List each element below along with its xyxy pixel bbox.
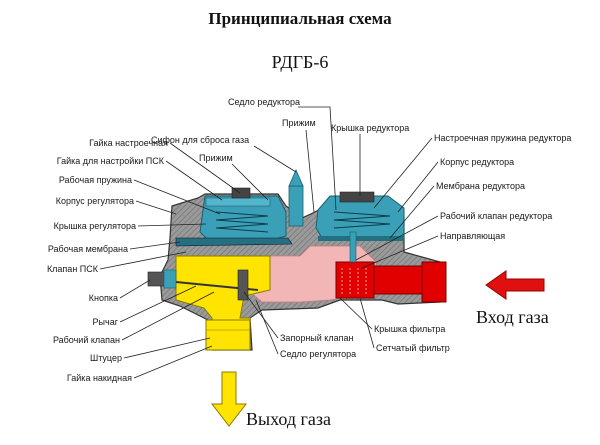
- diagram-title: Принципиальная схема: [208, 9, 392, 28]
- label-reducer-spring: Настроечная пружина редуктора: [434, 133, 571, 143]
- label-working-valve: Рабочий клапан: [53, 335, 120, 345]
- label-reducer-membrane: Мембрана редуктора: [436, 181, 525, 191]
- label-regulator-cover: Крышка регулятора: [54, 221, 136, 231]
- label-reducer-cover: Крышка редуктора: [331, 123, 409, 133]
- label-working-spring: Рабочая пружина: [59, 175, 132, 185]
- reducer-valve: [349, 231, 357, 263]
- siphon-tube: [288, 169, 304, 227]
- gas-outlet-arrow: [210, 371, 248, 427]
- reducer-cover: [315, 191, 405, 241]
- gas-in-label: Вход газа: [476, 307, 549, 327]
- shutoff-valve: [237, 269, 249, 301]
- model-name: РДГБ-6: [272, 52, 329, 72]
- label-reducer-seat: Седло редуктора: [228, 97, 300, 107]
- label-filter-cover: Крышка фильтра: [374, 324, 445, 334]
- label-clamp-mid: Прижим: [282, 118, 316, 128]
- label-working-membrane: Рабочая мембрана: [48, 244, 128, 254]
- gas-out-label: Выход газа: [246, 409, 331, 429]
- label-shutoff-valve: Запорный клапан: [280, 333, 353, 343]
- label-mesh-filter: Сетчатый фильтр: [376, 343, 450, 353]
- label-clamp-left: Прижим: [199, 153, 233, 163]
- label-reducer-body: Корпус редуктора: [440, 157, 514, 167]
- label-setting-nut: Гайка настроечная: [89, 138, 168, 148]
- label-button: Кнопка: [89, 293, 118, 303]
- label-guide: Направляющая: [440, 231, 505, 241]
- label-union-nut: Гайка накидная: [67, 373, 132, 383]
- inlet-filter: [335, 261, 447, 303]
- label-psk-valve: Клапан ПСК: [47, 264, 99, 274]
- label-psk-nut: Гайка для настройки ПСК: [57, 156, 165, 166]
- label-regulator-body: Корпус регулятора: [56, 196, 134, 206]
- label-siphon: Сифон для сброса газа: [151, 135, 249, 145]
- label-reducer-working-valve: Рабочий клапан редуктора: [440, 211, 552, 221]
- label-fitting: Штуцер: [90, 353, 122, 363]
- regulator-cover: [199, 187, 287, 241]
- label-lever: Рычаг: [93, 317, 119, 327]
- gas-inlet-arrow: [485, 270, 545, 300]
- working-membrane: [175, 237, 293, 247]
- label-regulator-seat: Седло регулятора: [280, 349, 356, 359]
